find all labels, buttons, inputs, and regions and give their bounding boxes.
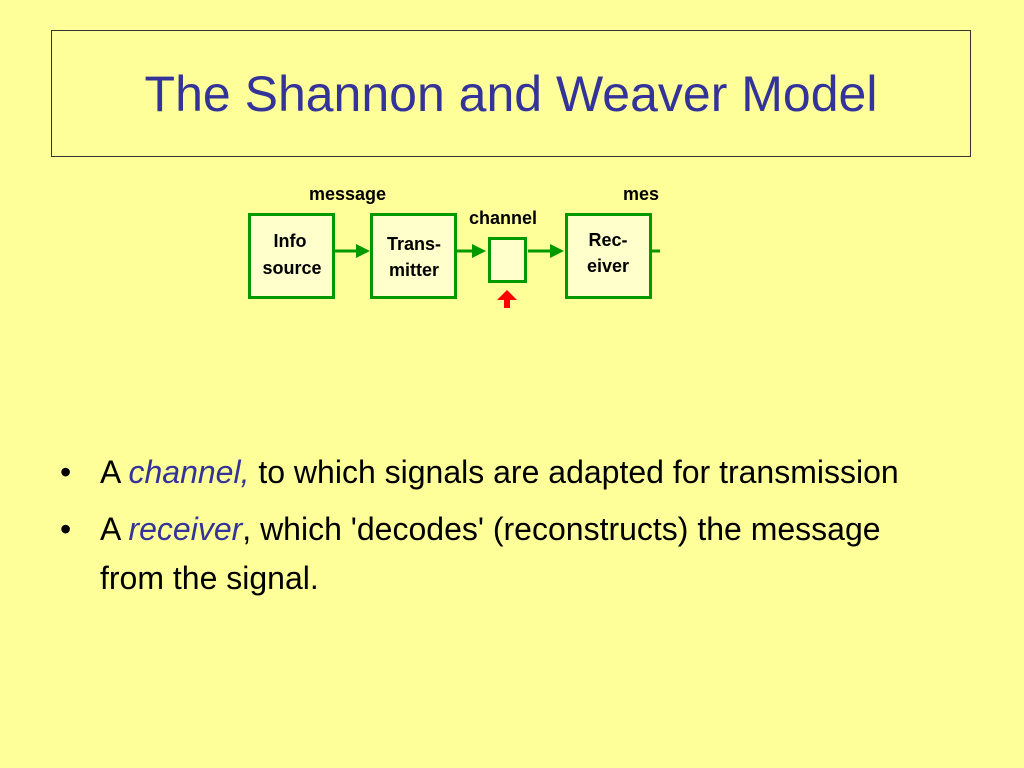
bullet-emphasis-punct: , [240, 454, 250, 490]
shannon-weaver-diagram: message mes channel Info source Trans- m… [240, 178, 660, 308]
slide-title: The Shannon and Weaver Model [144, 65, 878, 122]
bullet-emphasis-receiver: receiver [128, 511, 243, 547]
bullet-prefix: A [100, 454, 129, 490]
receiver-label-2: eiver [587, 256, 629, 276]
transmitter-label-2: mitter [389, 260, 439, 280]
bullet-suffix: , which 'decodes' (reconstructs) the mes… [100, 511, 881, 596]
bullet-marker: • [60, 454, 72, 490]
info-source-label-1: Info [274, 231, 307, 251]
bullet-item-channel: • A channel, to which signals are adapte… [60, 448, 940, 497]
bullet-emphasis-channel: channel [128, 454, 241, 490]
receiver-label-1: Rec- [588, 230, 627, 250]
bullet-marker: • [60, 511, 72, 547]
label-channel: channel [469, 208, 537, 228]
bullet-list: • A channel, to which signals are adapte… [60, 448, 940, 611]
bullet-suffix: to which signals are adapted for transmi… [249, 454, 899, 490]
transmitter-box [370, 213, 457, 299]
label-message-right: mes [623, 184, 659, 204]
receiver-box [565, 213, 652, 299]
noise-arrow-shaft [504, 298, 510, 308]
label-message-left: message [309, 184, 386, 204]
bullet-prefix: A [100, 511, 129, 547]
arrow-head-3 [550, 244, 564, 258]
arrow-head-2 [472, 244, 486, 258]
info-source-label-2: source [262, 258, 321, 278]
arrow-head-1 [356, 244, 370, 258]
transmitter-label-1: Trans- [387, 234, 441, 254]
channel-box [488, 237, 527, 283]
bullet-item-receiver: • A receiver, which 'decodes' (reconstru… [60, 505, 940, 603]
noise-arrow-head [497, 290, 517, 300]
title-box: The Shannon and Weaver Model [51, 30, 971, 157]
info-source-box [248, 213, 335, 299]
diagram-svg: message mes channel Info source Trans- m… [248, 184, 660, 308]
